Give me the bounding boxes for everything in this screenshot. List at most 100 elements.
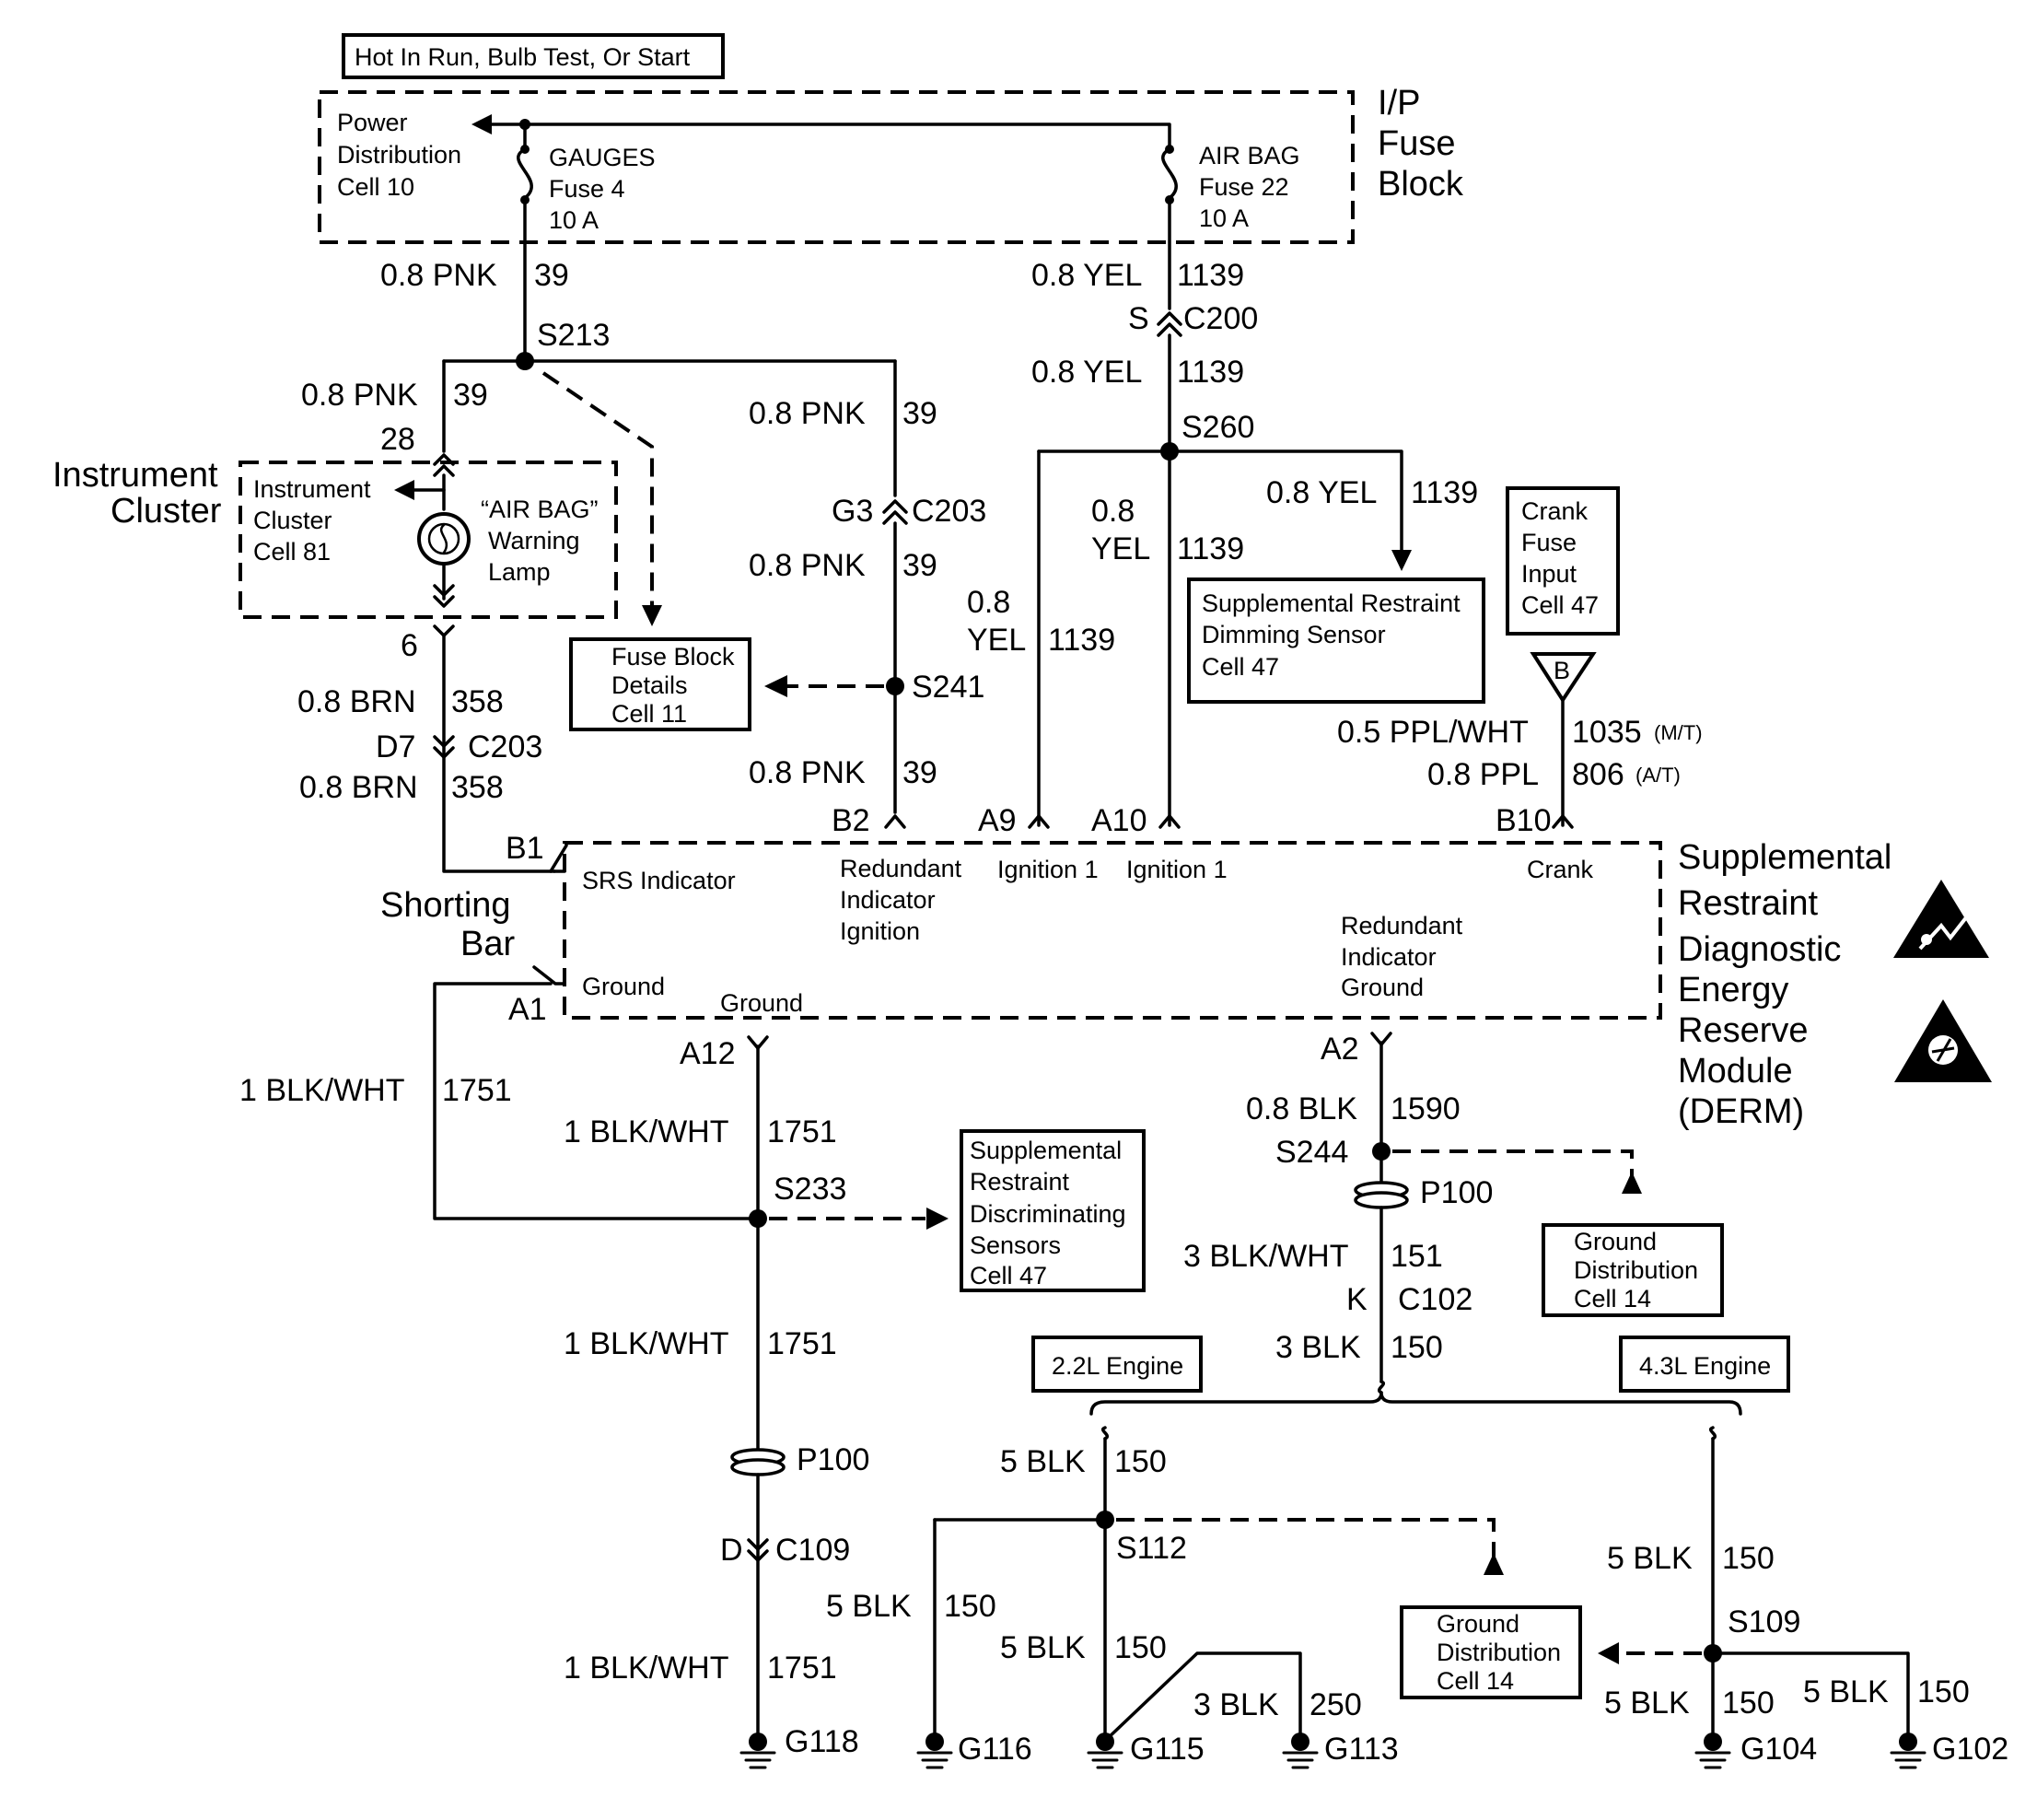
svg-text:Indicator: Indicator <box>1341 943 1437 971</box>
wire-label: 3 BLK <box>1275 1330 1361 1365</box>
wire-label: 0.8 <box>967 585 1010 620</box>
svg-text:Sensors: Sensors <box>970 1231 1061 1259</box>
pin-label: B2 <box>832 803 870 838</box>
ground-dist-ref-upper[interactable]: Ground Distribution Cell 14 <box>1542 1223 1724 1317</box>
svg-text:4.3L Engine: 4.3L Engine <box>1639 1352 1771 1380</box>
connector-pin: G3 <box>832 494 873 529</box>
pin-label: A12 <box>680 1036 736 1071</box>
svg-text:Instrument: Instrument <box>52 456 218 495</box>
ground-g113: G113 <box>1282 1732 1399 1769</box>
wire-number: 1751 <box>767 1326 837 1361</box>
svg-text:Ignition: Ignition <box>840 917 920 945</box>
svg-text:Fuse Block: Fuse Block <box>611 643 735 671</box>
svg-text:Ground: Ground <box>1437 1610 1519 1638</box>
svg-text:G115: G115 <box>1130 1732 1205 1767</box>
engine-option-brace <box>1089 1391 1742 1416</box>
fuse-22-symbol <box>1161 147 1178 200</box>
wire-label: YEL <box>967 623 1026 658</box>
wire-label: 5 BLK <box>1000 1444 1086 1479</box>
wire-number: 150 <box>1917 1674 1970 1709</box>
connector-c200 <box>1157 311 1182 337</box>
svg-text:Ignition 1: Ignition 1 <box>1126 856 1228 883</box>
wire-number: 39 <box>534 258 569 293</box>
svg-text:G102: G102 <box>1932 1732 2008 1767</box>
svg-text:Cell 11: Cell 11 <box>611 700 687 728</box>
svg-text:Dimming Sensor: Dimming Sensor <box>1202 621 1386 648</box>
wire-number: 150 <box>1722 1686 1775 1721</box>
svg-text:G113: G113 <box>1324 1732 1399 1767</box>
svg-text:Cluster: Cluster <box>253 507 332 534</box>
splice-label-s244: S244 <box>1275 1135 1348 1170</box>
wire-number: 150 <box>944 1589 996 1624</box>
connector-label: P100 <box>797 1442 869 1477</box>
connector-label: C203 <box>468 729 542 764</box>
splice-label-s233: S233 <box>774 1172 846 1207</box>
wire-label: 0.8 PNK <box>380 258 497 293</box>
wire-number: 1139 <box>1411 475 1478 510</box>
svg-text:Crank: Crank <box>1527 856 1594 883</box>
wire-label: 0.8 YEL <box>1031 258 1142 293</box>
airbag-warning-icon <box>1894 999 1992 1082</box>
fuse-gauges-2: Fuse 4 <box>549 175 625 203</box>
wire-number: 150 <box>1114 1444 1167 1479</box>
splice-label-s241: S241 <box>912 670 984 705</box>
connector-c203-d7 <box>433 735 455 759</box>
discriminating-sensors-ref[interactable]: Supplemental Restraint Discriminating Se… <box>960 1129 1146 1292</box>
fuse-airbag-1: AIR BAG <box>1199 142 1300 169</box>
crank-fuse-input-ref[interactable]: Crank Fuse Input Cell 47 <box>1506 486 1620 636</box>
svg-text:G104: G104 <box>1740 1732 1817 1767</box>
connector-pin: S <box>1128 301 1149 336</box>
fuse-block-details-ref[interactable]: Fuse Block Details Cell 11 <box>569 637 751 731</box>
wire-number: 1590 <box>1391 1091 1461 1126</box>
svg-text:Shorting: Shorting <box>380 886 511 925</box>
connector-pin: K <box>1346 1282 1368 1317</box>
pass-through-p100-left <box>730 1448 786 1476</box>
wire-number: 39 <box>902 396 937 431</box>
power-dist-ref-1: Power <box>337 109 408 136</box>
wire-number: 806 <box>1572 757 1624 792</box>
wire-number: 1139 <box>1177 258 1244 293</box>
svg-text:Instrument: Instrument <box>253 475 371 503</box>
engine-22-label: 2.2L Engine <box>1031 1336 1203 1393</box>
wire-label: 5 BLK <box>1607 1541 1693 1576</box>
ground-g104: G104 <box>1694 1732 1817 1769</box>
svg-text:Ground: Ground <box>720 989 803 1017</box>
svg-text:G118: G118 <box>785 1724 859 1759</box>
fuse-4-symbol <box>517 147 533 200</box>
wire-number: 150 <box>1114 1630 1167 1665</box>
fuse-airbag-3: 10 A <box>1199 204 1249 232</box>
pin-label: 28 <box>380 422 415 457</box>
fuse-block-title-2: Fuse <box>1378 124 1455 163</box>
pin-label: B10 <box>1496 803 1552 838</box>
shorting-bar <box>532 965 566 986</box>
wire-label: 0.8 PPL <box>1427 757 1539 792</box>
connector-pin: D7 <box>376 729 415 764</box>
connector-c203-g3 <box>882 499 908 525</box>
engine-43-label: 4.3L Engine <box>1619 1336 1790 1393</box>
wire-number: 1035 <box>1572 715 1642 750</box>
wire-number: 1751 <box>767 1114 837 1149</box>
wire-blkwht-1751-a1 <box>433 982 760 1220</box>
svg-text:G116: G116 <box>958 1732 1032 1767</box>
svg-text:Distribution: Distribution <box>1574 1256 1698 1284</box>
svg-text:Ground: Ground <box>1574 1228 1657 1255</box>
power-dist-ref-2: Distribution <box>337 141 461 169</box>
connector-label: C200 <box>1183 301 1258 336</box>
pin-label: B1 <box>506 831 544 866</box>
svg-text:(A/T): (A/T) <box>1635 764 1681 787</box>
svg-text:Cell 47: Cell 47 <box>1202 653 1279 681</box>
svg-text:Distribution: Distribution <box>1437 1639 1561 1666</box>
splice-s233 <box>749 1209 767 1228</box>
wire-number: 1139 <box>1177 531 1244 566</box>
splice-label-s260: S260 <box>1181 410 1254 445</box>
fuse-airbag-2: Fuse 22 <box>1199 173 1289 201</box>
svg-text:(M/T): (M/T) <box>1654 721 1703 744</box>
crank-symbol <box>1530 652 1597 704</box>
dimming-sensor-ref[interactable]: Supplemental Restraint Dimming Sensor Ce… <box>1187 578 1485 704</box>
pin-label: A10 <box>1091 803 1147 838</box>
pass-through-p100-right <box>1354 1181 1409 1209</box>
ground-dist-ref-lower[interactable]: Ground Distribution Cell 14 <box>1400 1605 1582 1699</box>
top-note: Hot In Run, Bulb Test, Or Start <box>342 33 725 79</box>
wire-label: 5 BLK <box>1604 1686 1690 1721</box>
connector-label: C109 <box>775 1533 850 1568</box>
